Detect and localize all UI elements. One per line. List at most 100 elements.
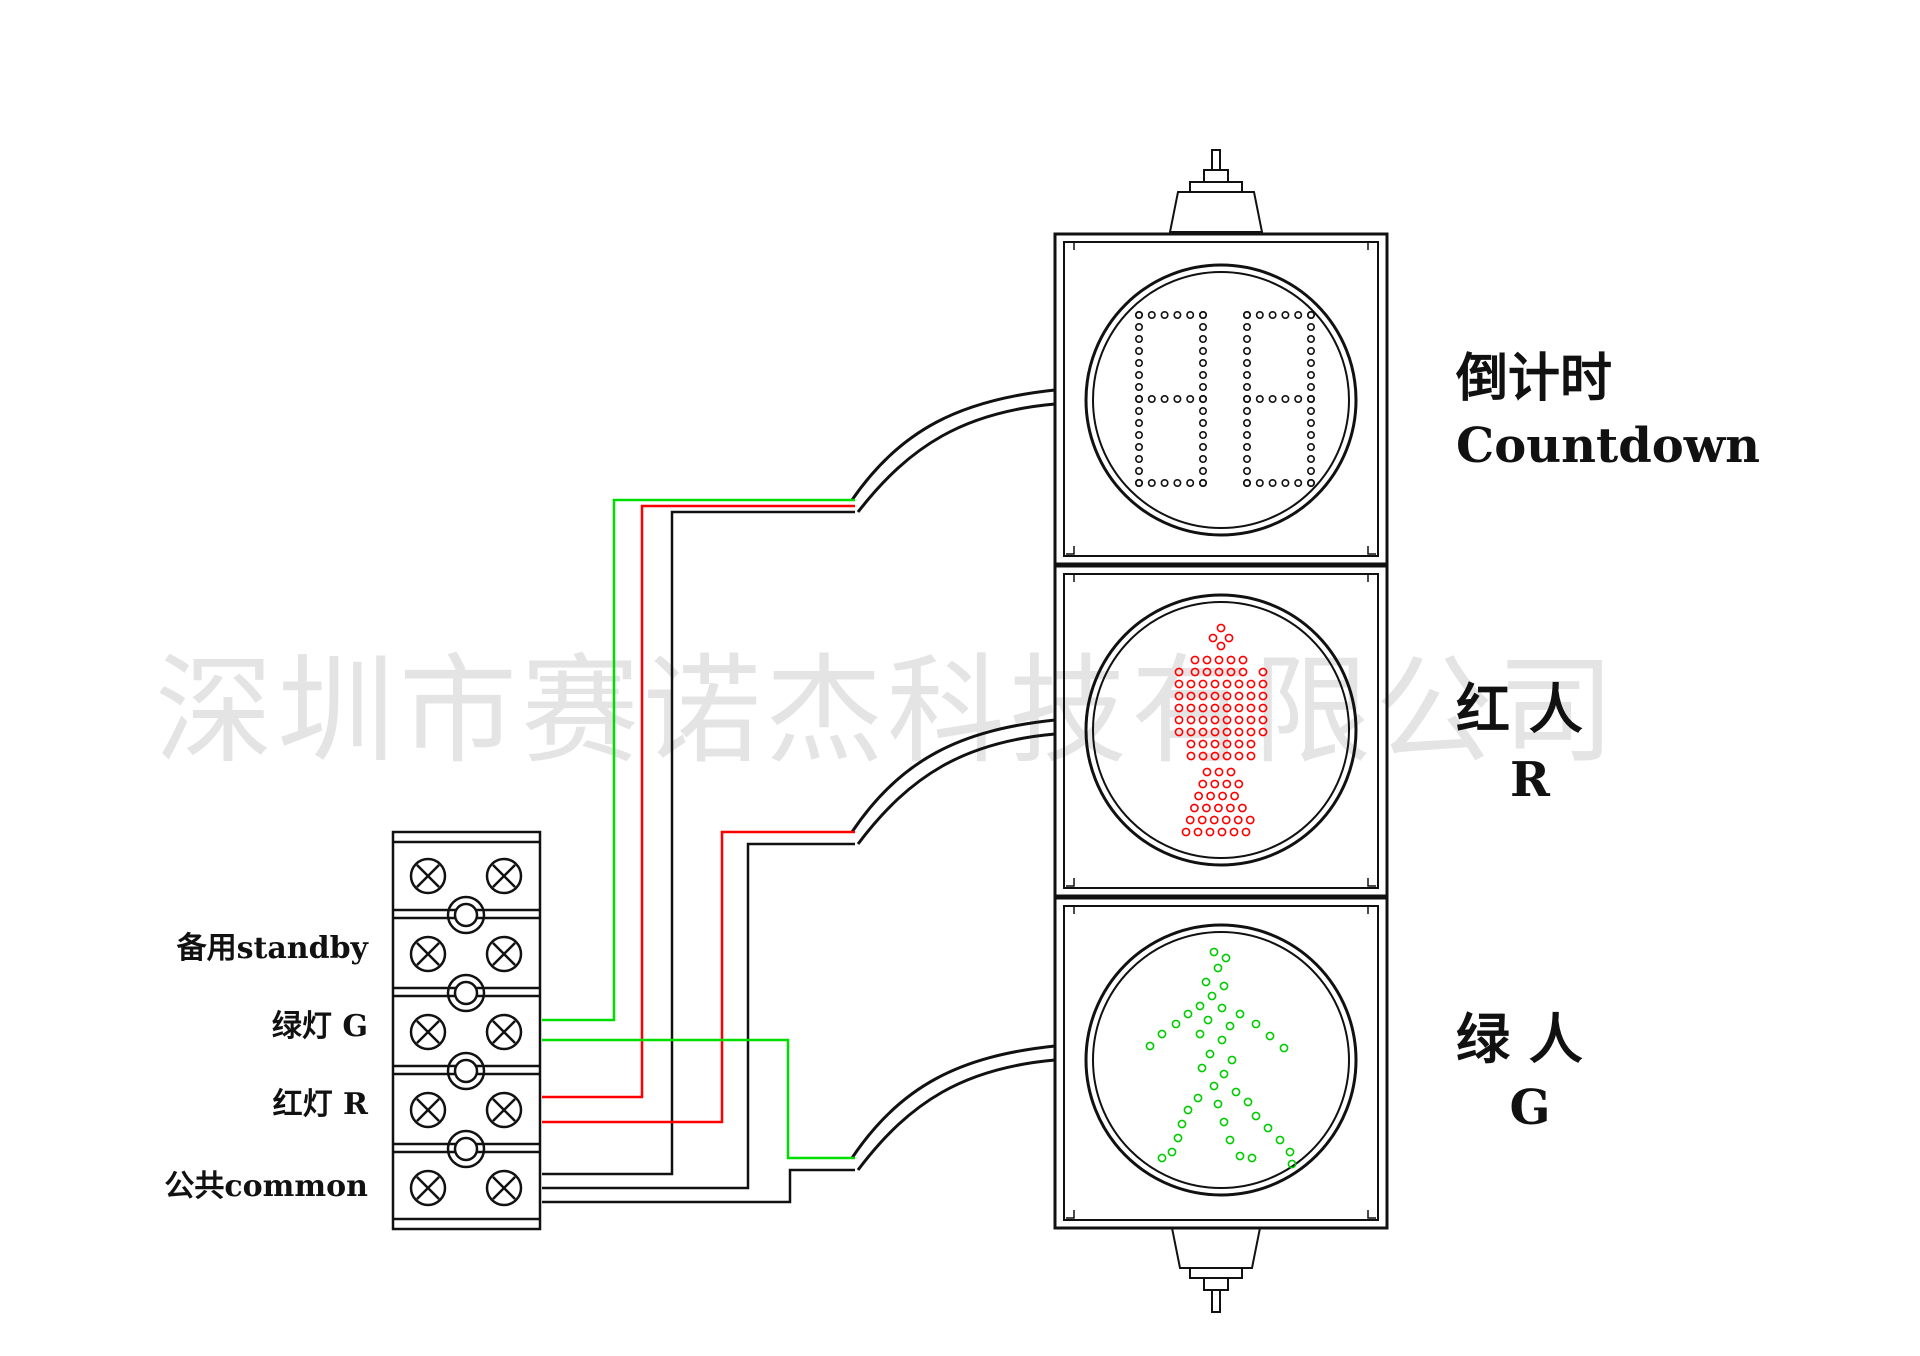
- green-man-led-dot: [1263, 1123, 1273, 1133]
- red-man-led-dot: [1174, 715, 1184, 725]
- red-man-led-dot: [1190, 667, 1200, 677]
- green-man-led-dot: [1219, 1069, 1229, 1079]
- digit-led-dot: [1135, 334, 1144, 343]
- corner-screw-marks: [1066, 241, 1376, 1219]
- green-man-led-dot: [1213, 1099, 1223, 1109]
- digit-led-dot: [1307, 382, 1316, 391]
- green-man-led-dot: [1177, 1119, 1187, 1129]
- wire-redman-black: [542, 842, 855, 1190]
- red-man-led-dot: [1258, 715, 1268, 725]
- terminal-link-ring: [453, 980, 479, 1006]
- green-man-led-dot: [1285, 1147, 1295, 1157]
- digit-led-dot: [1135, 310, 1144, 319]
- terminal-screw-cross: [492, 864, 516, 888]
- red-man-led-dot: [1186, 715, 1196, 725]
- red-man-led-dot: [1221, 815, 1231, 825]
- green-man-led-dot: [1157, 1029, 1167, 1039]
- terminal-screw-icon: [409, 1091, 447, 1129]
- red-man-led-dot: [1210, 715, 1220, 725]
- red-man-led-dot: [1222, 751, 1232, 761]
- digit-led-dot: [1173, 478, 1182, 487]
- green-man-led-dot: [1171, 1019, 1181, 1029]
- red-man-led-dot: [1234, 751, 1244, 761]
- red-man-led-dot: [1174, 691, 1184, 701]
- red-man-led-dot: [1234, 679, 1244, 689]
- green-man-led-dot: [1243, 1097, 1253, 1107]
- digit-led-dot: [1255, 310, 1264, 319]
- digit-led-dot: [1243, 322, 1252, 331]
- red-man-led-dot: [1198, 679, 1208, 689]
- red-man-led-dot: [1234, 727, 1244, 737]
- green-man-led-dot: [1279, 1043, 1289, 1053]
- wire-countdown-red: [542, 504, 855, 1099]
- red-man-led-dot: [1210, 691, 1220, 701]
- red-man-led-dot: [1185, 815, 1195, 825]
- red-man-led-dot: [1198, 751, 1208, 761]
- terminal-screw-icon: [485, 1169, 523, 1207]
- digit-led-dot: [1268, 478, 1277, 487]
- red-man-led-dot: [1186, 679, 1196, 689]
- digit-led-dot: [1199, 334, 1208, 343]
- label-green: 绿灯 G: [272, 1009, 368, 1044]
- terminal-link-ring-outer: [446, 895, 486, 935]
- red-man-led-dot: [1198, 691, 1208, 701]
- green-man-led-dot: [1183, 1009, 1193, 1019]
- green-man-led-dot: [1219, 981, 1229, 991]
- terminal-screw-icon: [409, 1013, 447, 1051]
- green-man-module: [1053, 896, 1389, 1230]
- module-labels: 倒计时 Countdown 红 人 R 绿 人 G: [1455, 348, 1760, 1136]
- countdown-label-cn: 倒计时: [1455, 348, 1612, 409]
- digit-led-dot: [1243, 310, 1252, 319]
- signal-housing: [1053, 232, 1389, 1230]
- digit-led-dot: [1243, 406, 1252, 415]
- wire-countdown-green: [542, 498, 855, 1022]
- red-man-led-dot: [1216, 623, 1226, 633]
- red-man-led-dot: [1222, 727, 1232, 737]
- digit-led-dot: [1307, 466, 1316, 475]
- wire-greenman-black: [542, 1168, 855, 1204]
- red-man-led-dot: [1174, 703, 1184, 713]
- green-man-led-dot: [1235, 1009, 1245, 1019]
- red-man-led-dot: [1174, 727, 1184, 737]
- terminal-link-ring: [453, 1058, 479, 1084]
- terminal-screw-icon: [485, 1091, 523, 1129]
- digit-led-dot: [1135, 382, 1144, 391]
- digit-led-dot: [1294, 478, 1303, 487]
- digit-led-dot: [1243, 394, 1252, 403]
- digit-led-dot: [1243, 442, 1252, 451]
- digit-led-dot: [1186, 478, 1195, 487]
- digit-led-dot: [1147, 478, 1156, 487]
- red-man-led-dot: [1234, 739, 1244, 749]
- red-man-led-dot: [1218, 791, 1227, 801]
- digit-led-dot: [1281, 394, 1290, 403]
- digit-led-dot: [1199, 382, 1208, 391]
- digit-led-dot: [1135, 478, 1144, 487]
- terminal-screw-icon: [485, 935, 523, 973]
- red-man-led-dot: [1198, 727, 1208, 737]
- green-man-led-dot: [1235, 1151, 1245, 1161]
- red-man-led-dot: [1190, 655, 1200, 665]
- digit-led-dot: [1243, 346, 1252, 355]
- digit-led-dot: [1135, 346, 1144, 355]
- digit-led-dot: [1186, 394, 1195, 403]
- digit-led-dot: [1268, 310, 1277, 319]
- terminal-screw-cross: [416, 1098, 440, 1122]
- digit-led-dot: [1281, 478, 1290, 487]
- digit-led-dot: [1135, 430, 1144, 439]
- red-man-led-dot: [1186, 703, 1196, 713]
- red-man-led-dot: [1246, 727, 1256, 737]
- terminal-screw-cross: [416, 1176, 440, 1200]
- digit-led-dot: [1243, 382, 1252, 391]
- terminal-link-ring: [453, 902, 479, 928]
- green-man-led-dot: [1251, 1111, 1261, 1121]
- terminal-block: [391, 830, 542, 1231]
- digit-led-dot: [1307, 430, 1316, 439]
- green-man-led-dot: [1203, 1015, 1213, 1025]
- digit-led-dot: [1307, 370, 1316, 379]
- digit-led-dot: [1307, 454, 1316, 463]
- digit-led-dot: [1243, 466, 1252, 475]
- red-man-led-dot: [1258, 703, 1268, 713]
- digit-led-dot: [1135, 322, 1144, 331]
- green-man-led-dot: [1145, 1041, 1155, 1051]
- red-man-led-dot: [1246, 715, 1256, 725]
